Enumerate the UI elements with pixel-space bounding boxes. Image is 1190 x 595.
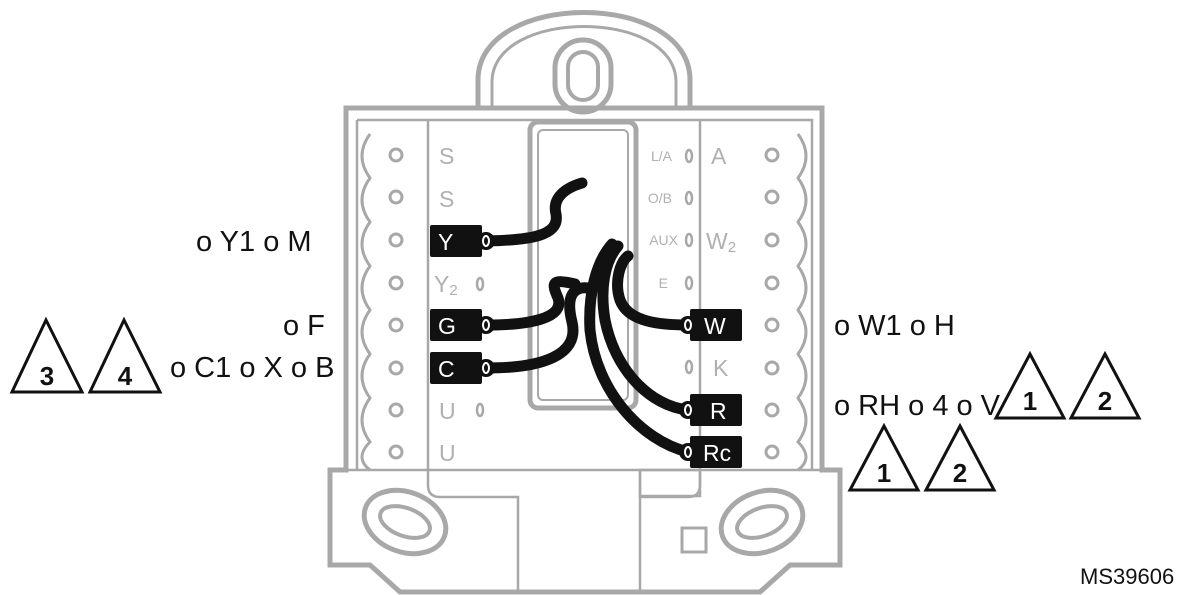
figure-reference-id: MS39606 bbox=[1080, 564, 1175, 589]
terminal-label-rc: Rc bbox=[703, 440, 731, 466]
warning-number: 2 bbox=[953, 458, 967, 488]
terminal-label-a: A bbox=[711, 143, 727, 169]
wire-y bbox=[482, 177, 588, 247]
label-r-terminal-codes: o RH o 4 o V bbox=[834, 390, 1001, 422]
wires bbox=[482, 177, 694, 458]
screw-hole bbox=[388, 360, 404, 376]
terminal-label-u2: U bbox=[439, 440, 456, 466]
screw-hole bbox=[764, 402, 780, 418]
right-terminal-large-labels: A W2 K bbox=[706, 143, 736, 381]
right-terminal-small-labels: L/A O/B AUX E bbox=[648, 148, 679, 291]
terminal-label-g: G bbox=[438, 313, 456, 339]
wire-c bbox=[482, 282, 594, 374]
wire-rc bbox=[584, 238, 694, 458]
terminal-tab-rc bbox=[690, 436, 742, 468]
screw-hole bbox=[764, 189, 780, 205]
warning-triangle-icon bbox=[87, 316, 163, 394]
terminal-tab-g bbox=[430, 309, 482, 341]
label-c-terminal-codes: o C1 o X o B bbox=[170, 352, 335, 384]
screw-hole bbox=[388, 444, 404, 460]
warning-number: 1 bbox=[877, 458, 891, 488]
screw-hole bbox=[764, 232, 780, 248]
terminal-label-s1: S bbox=[439, 143, 454, 169]
center-window bbox=[527, 119, 639, 411]
left-terminal-labels: S S Y2 U U bbox=[434, 143, 458, 466]
terminal-label-w2: W2 bbox=[706, 228, 736, 256]
screw-hole bbox=[388, 275, 404, 291]
terminal-label-w: W bbox=[704, 313, 726, 339]
terminal-tab-r bbox=[690, 394, 742, 426]
warning-triangle-icon bbox=[923, 422, 997, 492]
screw-hole bbox=[388, 189, 404, 205]
top-screw-slot bbox=[552, 37, 614, 115]
terminal-release-tabs bbox=[475, 148, 694, 418]
screw-hole bbox=[764, 147, 780, 163]
wire-r bbox=[597, 240, 694, 416]
warning-triangle-icon bbox=[993, 350, 1067, 420]
left-screw-holes bbox=[388, 147, 404, 460]
terminal-label-c: C bbox=[438, 356, 455, 382]
warning-number: 3 bbox=[40, 361, 54, 391]
warning-triangle-numbers: 3 4 1 2 1 2 bbox=[40, 361, 1112, 488]
terminal-label-aux: AUX bbox=[649, 232, 678, 248]
wire-w bbox=[612, 250, 694, 331]
warning-number: 2 bbox=[1098, 386, 1112, 416]
bottom-left-mount-slot bbox=[361, 487, 449, 557]
screw-hole bbox=[764, 275, 780, 291]
terminal-label-k: K bbox=[713, 355, 729, 381]
right-screw-holes bbox=[764, 147, 780, 460]
warning-triangle-icon bbox=[1068, 350, 1142, 420]
terminal-label-y: Y bbox=[438, 229, 453, 255]
screw-hole bbox=[764, 444, 780, 460]
top-mount-lobe bbox=[475, 10, 693, 108]
screw-hole bbox=[764, 360, 780, 376]
label-f-terminal-codes: o F bbox=[283, 310, 325, 342]
left-grip-ridges bbox=[360, 133, 372, 472]
bottom-right-mount-slot bbox=[718, 487, 806, 557]
screw-hole bbox=[764, 317, 780, 333]
terminal-tab-c bbox=[430, 352, 482, 384]
terminal-tab-y bbox=[430, 225, 482, 257]
warning-triangles bbox=[9, 316, 1142, 492]
terminal-tab-w bbox=[690, 309, 742, 341]
wallplate-body bbox=[327, 105, 843, 595]
label-y-terminal-codes: o Y1 o M bbox=[196, 226, 312, 258]
terminal-label-la: L/A bbox=[651, 148, 673, 164]
label-w-terminal-codes: o W1 o H bbox=[834, 310, 955, 342]
right-grip-ridges bbox=[796, 133, 808, 472]
terminal-label-u1: U bbox=[439, 398, 456, 424]
warning-triangle-icon bbox=[9, 316, 85, 394]
terminal-label-y2: Y2 bbox=[434, 271, 458, 299]
terminal-label-ob: O/B bbox=[648, 190, 672, 206]
terminal-label-s2: S bbox=[439, 186, 454, 212]
terminal-label-r: R bbox=[710, 398, 727, 424]
warning-number: 4 bbox=[118, 361, 133, 391]
terminal-label-e: E bbox=[659, 275, 668, 291]
warning-number: 1 bbox=[1023, 386, 1037, 416]
warning-triangle-icon bbox=[847, 422, 921, 492]
right-wired-terminals: W R Rc bbox=[679, 309, 742, 468]
screw-hole bbox=[388, 402, 404, 418]
screw-hole bbox=[388, 317, 404, 333]
screw-hole bbox=[388, 232, 404, 248]
left-wired-terminals: Y G C bbox=[430, 225, 495, 384]
terminal-panel-lines bbox=[426, 120, 708, 590]
wire-g bbox=[482, 276, 581, 331]
screw-hole bbox=[388, 147, 404, 163]
